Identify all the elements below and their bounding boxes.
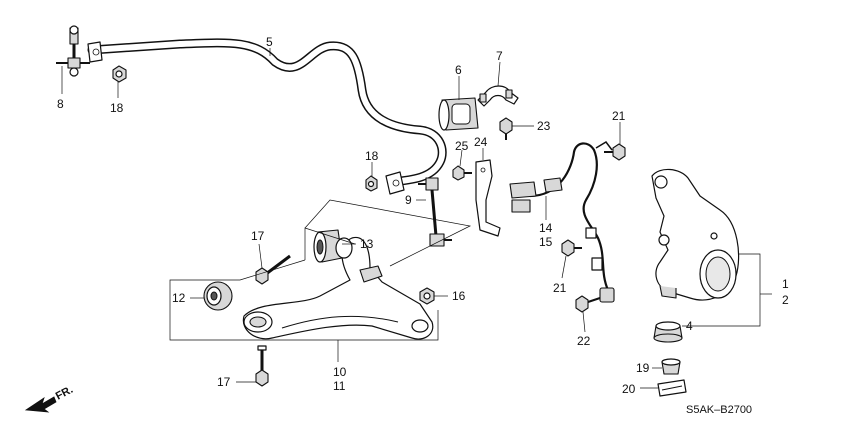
flange-bolt-part-22 <box>575 295 601 313</box>
flange-nut-part-18-b <box>365 175 378 192</box>
callout-23: 23 <box>537 119 551 133</box>
callout-8: 8 <box>57 97 64 111</box>
flange-nut-part-18-a <box>112 65 127 83</box>
callout-15: 15 <box>539 235 553 249</box>
front-direction-label: FR. <box>54 384 75 403</box>
compliance-bushing-part-13 <box>313 229 343 263</box>
callout-labels: 5 6 7 8 18 18 23 24 25 9 21 14 15 21 22 … <box>57 35 789 396</box>
callout-18-lower: 18 <box>365 149 379 163</box>
callout-21-lower: 21 <box>553 281 567 295</box>
flange-bolt-part-21-a <box>604 143 626 161</box>
stabilizer-bushing-part-6 <box>438 97 479 131</box>
diagram-code: S5AK–B2700 <box>686 404 752 416</box>
leader-lines <box>61 48 772 389</box>
snap-ring-cap-part-19 <box>661 358 681 375</box>
self-locking-nut-part-16 <box>419 287 435 305</box>
front-direction-arrow-icon: FR. <box>24 384 75 413</box>
stabilizer-link-part-9 <box>418 177 452 247</box>
callout-2: 2 <box>782 293 789 307</box>
wheel-sensor-harness-part-14-15 <box>509 141 615 303</box>
callout-18-upper: 18 <box>110 101 124 115</box>
stabilizer-link-part-8 <box>56 25 90 77</box>
flange-bolt-part-23 <box>499 117 513 140</box>
callout-24: 24 <box>474 135 488 149</box>
callout-5: 5 <box>266 35 273 49</box>
callout-6: 6 <box>455 63 462 77</box>
steering-knuckle-part-1-2 <box>651 168 740 301</box>
callout-17-upper: 17 <box>251 229 265 243</box>
flange-bolt-part-17-b <box>255 345 269 387</box>
callout-1: 1 <box>782 277 789 291</box>
callout-19: 19 <box>636 361 650 375</box>
callout-12: 12 <box>172 291 186 305</box>
stabilizer-bar-part-5 <box>87 38 447 195</box>
ball-joint-boot-part-4 <box>653 321 683 343</box>
bushing-holder-part-7 <box>477 85 519 107</box>
callout-11: 11 <box>333 379 346 393</box>
callout-7: 7 <box>496 49 503 63</box>
callout-13: 13 <box>360 237 374 251</box>
callout-4: 4 <box>686 319 693 333</box>
callout-16: 16 <box>452 289 466 303</box>
callout-14: 14 <box>539 221 553 235</box>
bolt-part-25 <box>452 165 472 181</box>
callout-21-upper: 21 <box>612 109 626 123</box>
callout-20: 20 <box>622 382 636 396</box>
arm-bushing-part-12 <box>203 281 233 311</box>
lower-arm-part-10-11 <box>242 236 434 340</box>
clip-part-20 <box>657 379 687 397</box>
flange-bolt-part-21-b <box>561 239 582 257</box>
callout-9: 9 <box>405 193 412 207</box>
callout-25: 25 <box>455 139 469 153</box>
sensor-bracket-part-24 <box>475 159 501 237</box>
callout-17-lower: 17 <box>217 375 231 389</box>
callout-22: 22 <box>577 334 591 348</box>
callout-10: 10 <box>333 365 347 379</box>
